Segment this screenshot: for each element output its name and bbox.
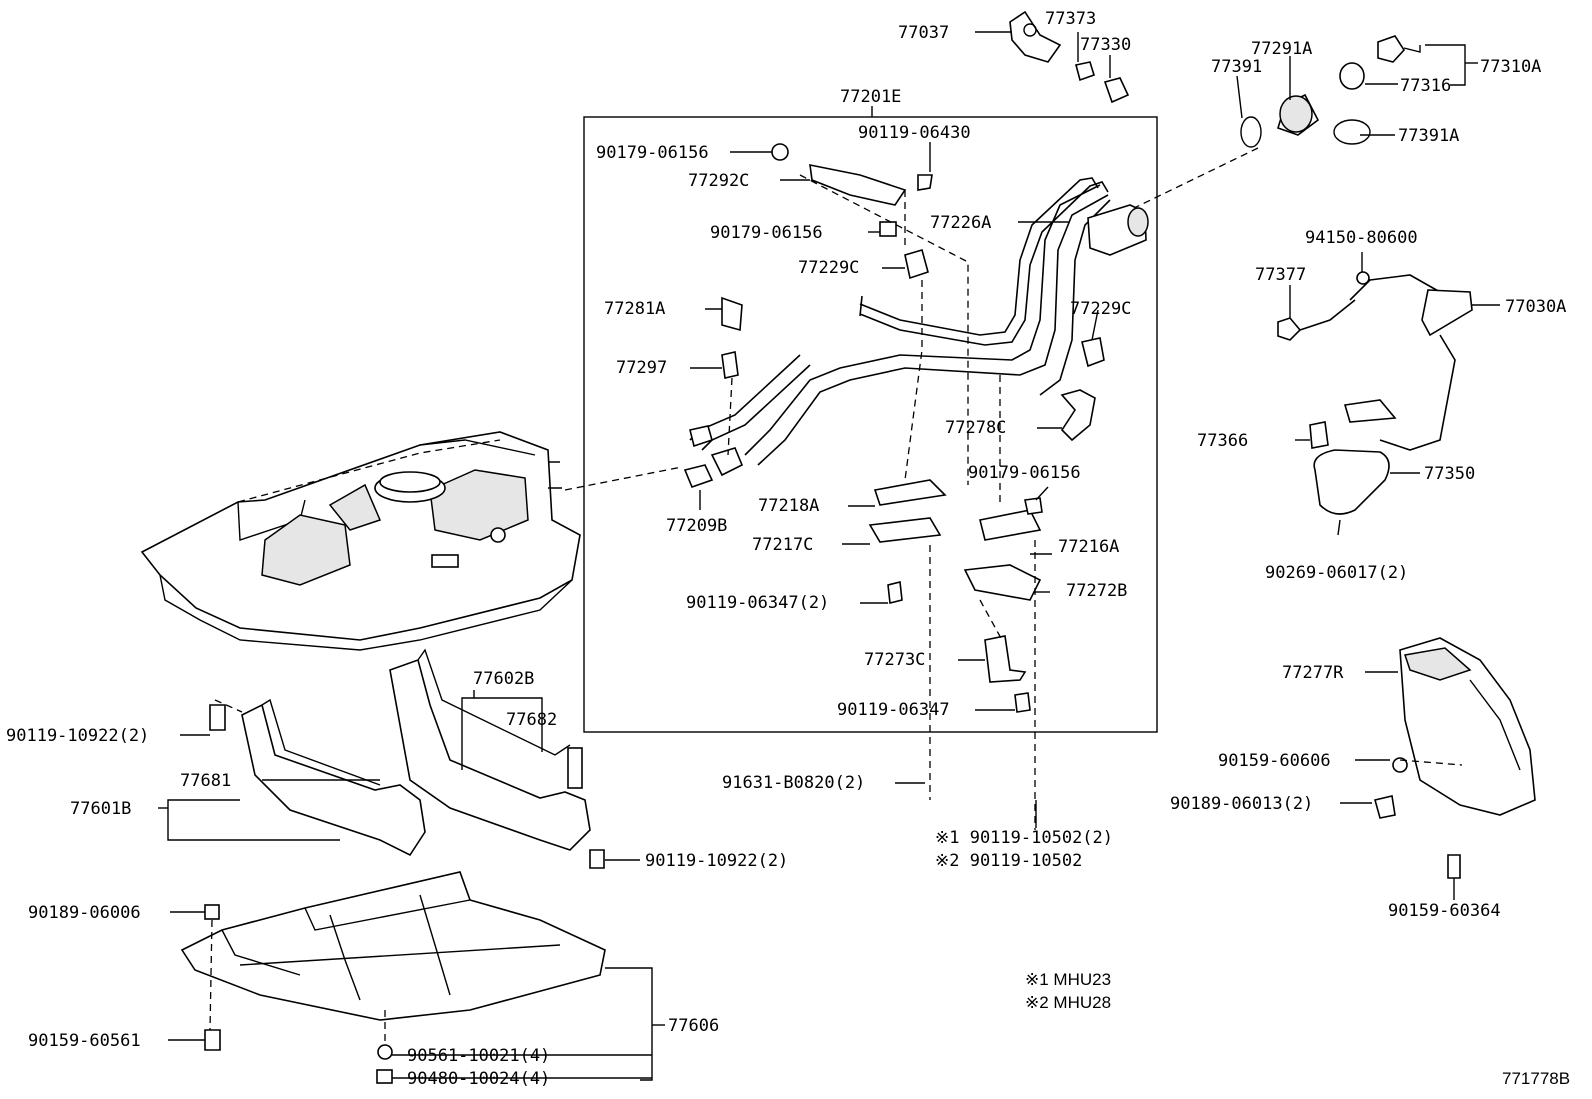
label-77209B: 77209B	[666, 516, 727, 536]
label-90119-06347: 90119-06347	[837, 700, 950, 720]
assembly-frame-77201E	[583, 116, 1158, 733]
label-77316: 77316	[1400, 76, 1451, 96]
filler-cap-group	[1129, 35, 1421, 211]
label-77277R: 77277R	[1282, 663, 1344, 683]
label-90119-06347-2: 90119-06347(2)	[686, 593, 829, 613]
label-90189-06006: 90189-06006	[28, 903, 141, 923]
label-77682: 77682	[506, 710, 557, 730]
label-77278C: 77278C	[945, 418, 1006, 438]
label-77292C: 77292C	[688, 171, 749, 191]
label-90269-06017: 90269-06017(2)	[1265, 563, 1408, 583]
note-mhu23: ※1 MHU23	[1025, 970, 1111, 989]
label-77330: 77330	[1080, 35, 1131, 55]
label-77366: 77366	[1197, 431, 1248, 451]
label-90179-06156-c: 90179-06156	[968, 463, 1081, 483]
label-77273C: 77273C	[864, 650, 925, 670]
label-77291A: 77291A	[1251, 39, 1312, 59]
label-90480-10024: 90480-10024(4)	[407, 1069, 550, 1089]
label-90561-10021: 90561-10021(4)	[407, 1046, 550, 1066]
fuel-tank	[140, 431, 581, 651]
diagram-id: 771778B	[1502, 1069, 1570, 1088]
tank-bands	[209, 648, 605, 869]
note-mhu28: ※2 MHU28	[1025, 993, 1111, 1012]
label-90189-06013: 90189-06013(2)	[1170, 794, 1313, 814]
label-90119-10502-1: ※1 90119-10502(2)	[935, 828, 1113, 848]
label-77377: 77377	[1255, 265, 1306, 285]
label-77281A: 77281A	[604, 299, 665, 319]
label-77037: 77037	[898, 23, 949, 43]
label-90179-06156-a: 90179-06156	[596, 143, 709, 163]
part-labels: 77037 77373 77330 77201E 90119-06430 901…	[6, 9, 1570, 1089]
label-77229C-b: 77229C	[1070, 299, 1131, 319]
label-90159-60561: 90159-60561	[28, 1031, 141, 1051]
leader-lines	[158, 31, 1500, 1081]
label-90119-10922-a: 90119-10922(2)	[6, 726, 149, 746]
label-90119-10922-b: 90119-10922(2)	[645, 851, 788, 871]
label-77601B: 77601B	[70, 799, 131, 819]
label-77217C: 77217C	[752, 535, 813, 555]
label-77391A: 77391A	[1398, 126, 1459, 146]
label-77297: 77297	[616, 358, 667, 378]
label-91631-B0820: 91631-B0820(2)	[722, 773, 865, 793]
inner-dashed-lines	[727, 174, 1036, 830]
sensor-parts-top	[1009, 10, 1130, 104]
label-94150-80600: 94150-80600	[1305, 228, 1418, 248]
label-90159-60606: 90159-60606	[1218, 751, 1331, 771]
label-77350: 77350	[1424, 464, 1475, 484]
label-77226A: 77226A	[930, 213, 991, 233]
brackets-upper	[721, 143, 1105, 713]
label-77391: 77391	[1211, 57, 1262, 77]
right-side-parts	[1277, 271, 1473, 536]
label-77681: 77681	[180, 771, 231, 791]
under-cover	[180, 871, 606, 1084]
label-77216A: 77216A	[1058, 537, 1119, 557]
filler-neck	[683, 177, 1149, 489]
label-90119-06430: 90119-06430	[858, 123, 971, 143]
label-90159-60364: 90159-60364	[1388, 901, 1501, 921]
label-77606: 77606	[668, 1016, 719, 1036]
label-77310A: 77310A	[1480, 57, 1541, 77]
label-90179-06156-b: 90179-06156	[710, 223, 823, 243]
label-77373: 77373	[1045, 9, 1096, 29]
label-77272B: 77272B	[1066, 581, 1127, 601]
label-77201E: 77201E	[840, 87, 901, 107]
label-77030A: 77030A	[1505, 297, 1566, 317]
label-77602B: 77602B	[473, 669, 534, 689]
label-90119-10502-2: ※2 90119-10502	[935, 851, 1082, 871]
splash-guard	[1374, 637, 1536, 879]
label-77229C-a: 77229C	[798, 258, 859, 278]
label-77218A: 77218A	[758, 496, 819, 516]
